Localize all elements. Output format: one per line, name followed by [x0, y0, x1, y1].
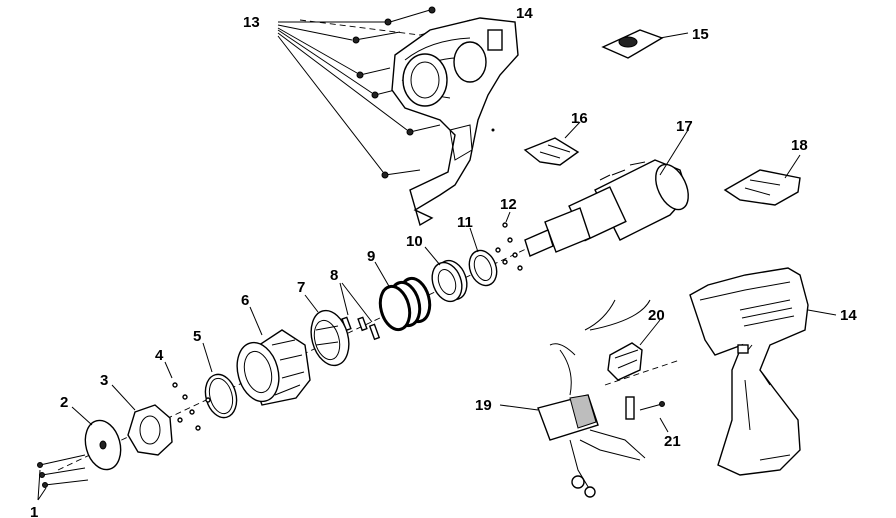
callout-10: 10 [406, 233, 423, 250]
switch-bracket [607, 319, 661, 381]
callout-14-right: 14 [840, 307, 857, 324]
front-screws [37, 454, 89, 501]
callout-16: 16 [571, 110, 588, 127]
ball-bearings [495, 211, 523, 271]
detent-balls [164, 361, 211, 431]
callout-20: 20 [648, 307, 665, 324]
housing-half-right [689, 267, 837, 476]
retaining-ring [202, 342, 238, 419]
ring-gear-washer [468, 227, 498, 287]
battery-latch [723, 154, 801, 206]
housing-screws [352, 6, 441, 179]
callout-15: 15 [692, 26, 709, 43]
screws-leader-lines [277, 21, 408, 173]
callout-5: 5 [193, 328, 201, 345]
callout-11: 11 [457, 214, 473, 231]
motor-assembly [524, 129, 689, 257]
switch-assembly [499, 299, 651, 498]
callout-9: 9 [367, 248, 375, 265]
callout-3: 3 [100, 372, 108, 389]
housing-half-left [391, 17, 519, 227]
callout-21: 21 [664, 433, 681, 450]
gear-ring [424, 246, 468, 303]
callout-12: 12 [500, 196, 517, 213]
callout-8: 8 [330, 267, 338, 284]
clutch-plate [304, 294, 350, 367]
callout-1: 1 [30, 504, 38, 518]
terminal-screw [625, 396, 669, 433]
callout-19: 19 [475, 397, 492, 414]
callout-18: 18 [791, 137, 808, 154]
belt-clip [523, 121, 581, 166]
callout-4: 4 [155, 347, 164, 364]
callout-2: 2 [60, 394, 68, 411]
hex-nut-plate [111, 384, 173, 456]
callout-14-top: 14 [516, 5, 533, 22]
handle-axis-line [604, 359, 681, 386]
callout-7: 7 [297, 279, 305, 296]
callout-6: 6 [241, 292, 249, 309]
front-washer [71, 406, 122, 471]
callout-17: 17 [676, 118, 693, 135]
callout-13: 13 [243, 14, 260, 31]
clutch-spring [374, 261, 432, 332]
switch-plate [601, 29, 689, 59]
adjusting-collar [236, 306, 311, 406]
